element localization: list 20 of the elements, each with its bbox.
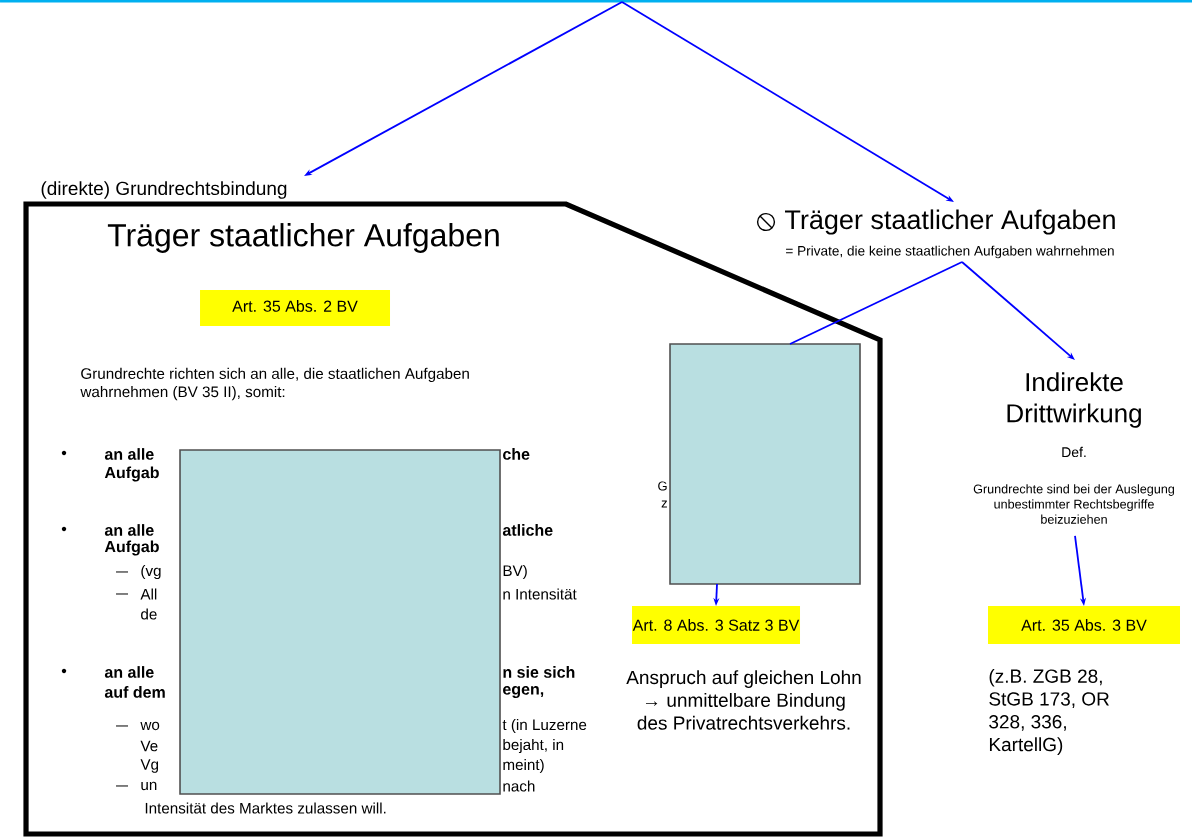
- bullet-text: Aufgab: [104, 466, 159, 482]
- bullet-text: Aufgab: [104, 540, 159, 556]
- cover-panel: [669, 343, 861, 585]
- bullet-text: auf dem: [104, 686, 165, 698]
- heading: (direkte) Grundrechtsbindung: [41, 181, 287, 199]
- heading: Träger staatlicher Aufgaben: [785, 209, 1115, 235]
- article-reference: Art. 35 Abs. 3 BV: [1021, 619, 1147, 631]
- arrow: [961, 261, 1075, 360]
- bullet-text: an alle: [104, 448, 154, 460]
- title: Träger staatlicher Aufgaben: [107, 223, 499, 253]
- heading: Indirekte Drittwirkung: [1007, 372, 1141, 428]
- bullet-text: an alle: [104, 666, 154, 678]
- cover-panel: [179, 449, 501, 795]
- note: (z.B. ZGB 28, StGB 173, OR 328, 336, KartellG): [989, 668, 1109, 755]
- bullet-text: an alle: [104, 524, 154, 536]
- article-reference: Art. 35 Abs. 2 BV: [232, 300, 358, 312]
- arrow: [621, 1, 954, 202]
- explanation-text: Anspruch auf gleichen Lohn → unmittelbare Bindung des Privatrechtsverkehrs.: [626, 670, 861, 730]
- reference-box: [200, 290, 390, 326]
- article-reference: Art. 8 Abs. 3 Satz 3 BV: [632, 619, 800, 631]
